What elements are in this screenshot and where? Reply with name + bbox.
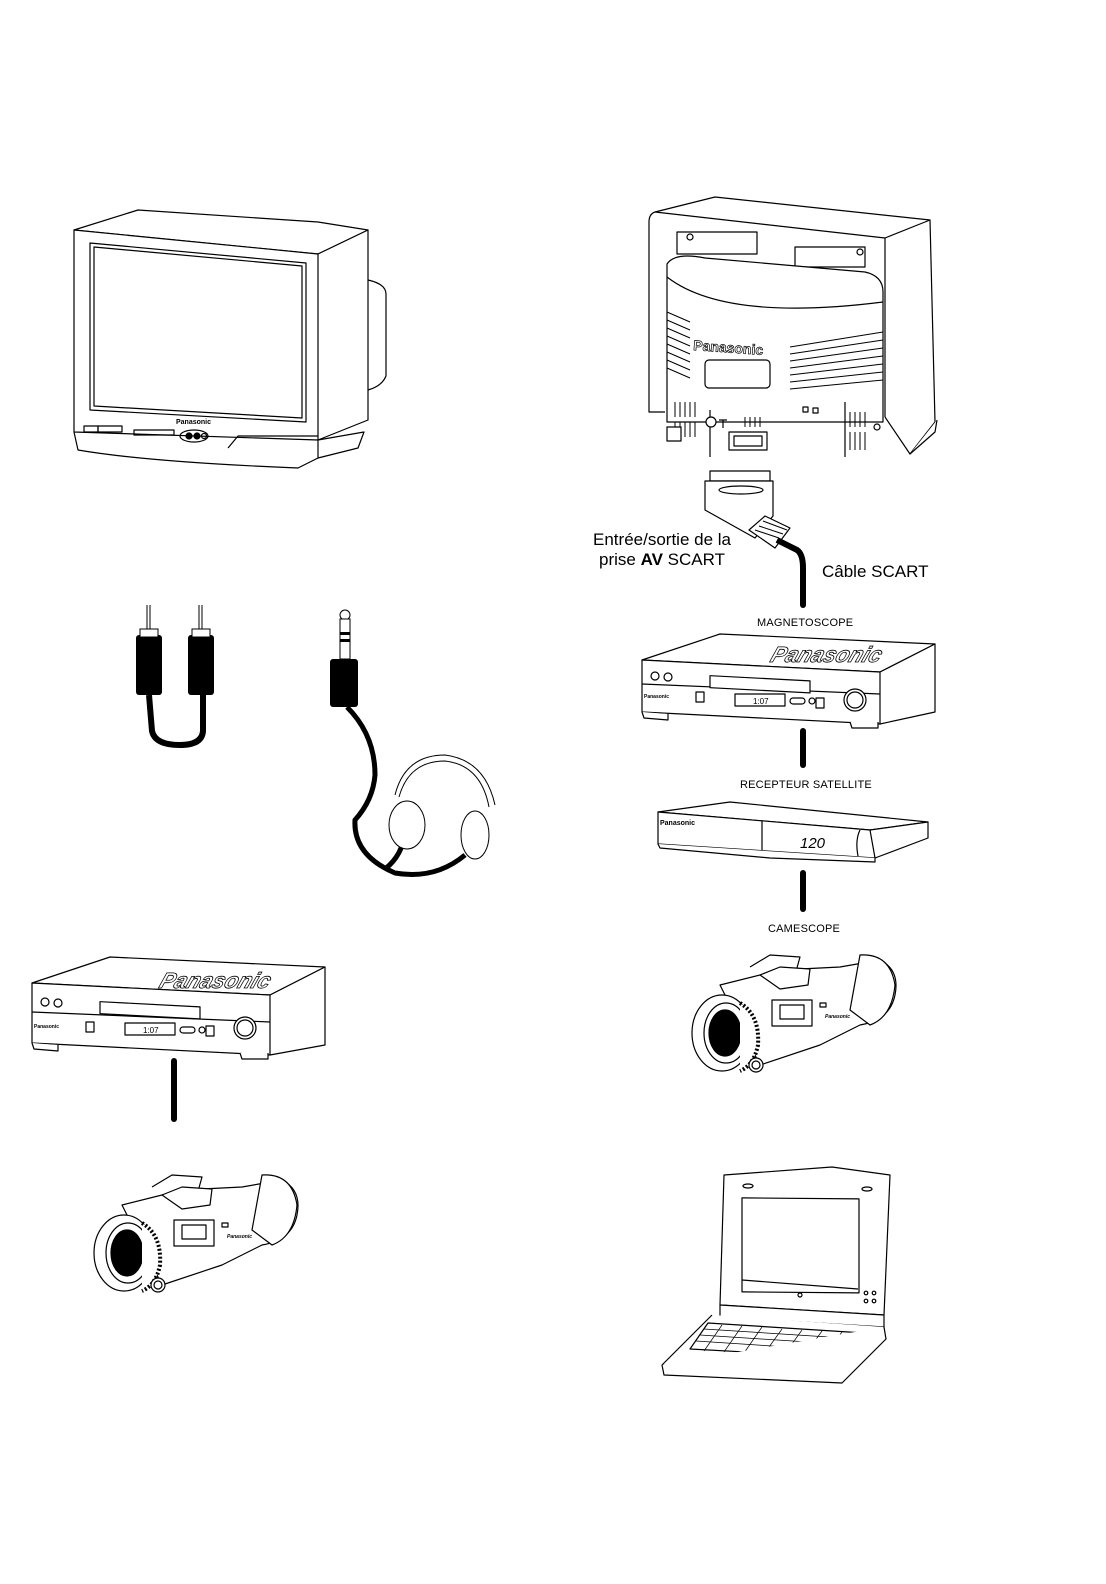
- vcr-illustration-right: Panasonic Panasonic 1:07: [640, 632, 940, 732]
- camcorder-illustration-left: Panasonic: [82, 1165, 302, 1300]
- vcr-left-top-brand: Panasonic: [156, 968, 276, 993]
- camcorder-label: CAMESCOPE: [768, 923, 840, 936]
- tv-front-illustration: Panasonic: [68, 200, 388, 470]
- satellite-receiver-illustration: Panasonic 120: [650, 800, 930, 870]
- camcorder-right-brand: Panasonic: [825, 1014, 850, 1020]
- satellite-brand: Panasonic: [660, 820, 695, 827]
- tv-rear-illustration: Panasonic: [645, 192, 945, 467]
- satellite-camcorder-cable: [800, 870, 806, 912]
- vcr-label: MAGNETOSCOPE: [757, 617, 853, 630]
- headphones-illustration: [325, 605, 515, 885]
- vcr-illustration-left: Panasonic Panasonic 1:07: [30, 955, 330, 1055]
- rca-cable-illustration: [130, 605, 220, 750]
- vcr-right-front-brand: Panasonic: [644, 694, 669, 700]
- scart-socket-label-line1: Entrée/sortie de la: [582, 530, 742, 550]
- vcr-satellite-cable: [800, 728, 806, 768]
- satellite-receiver-label: RECEPTEUR SATELLITE: [740, 779, 872, 792]
- scart-cable: [800, 570, 806, 608]
- scart-cable-label: Câble SCART: [822, 562, 928, 582]
- camcorder-illustration-right: Panasonic: [680, 945, 900, 1080]
- scart-socket-label: Entrée/sortie de la prise AV SCART: [582, 530, 742, 570]
- vcr-left-display: 1:07: [143, 1026, 159, 1035]
- camcorder-left-brand: Panasonic: [227, 1234, 252, 1240]
- laptop-illustration: [642, 1155, 902, 1380]
- av-bold-text: AV: [641, 550, 663, 569]
- vcr-camcorder-cable: [171, 1058, 177, 1122]
- scart-socket-label-line2: prise AV SCART: [582, 550, 742, 570]
- tv-front-brand: Panasonic: [176, 419, 211, 426]
- vcr-left-front-brand: Panasonic: [34, 1024, 59, 1030]
- satellite-display: 120: [800, 835, 826, 852]
- vcr-right-top-brand: Panasonic: [767, 642, 887, 667]
- vcr-right-display: 1:07: [753, 697, 769, 706]
